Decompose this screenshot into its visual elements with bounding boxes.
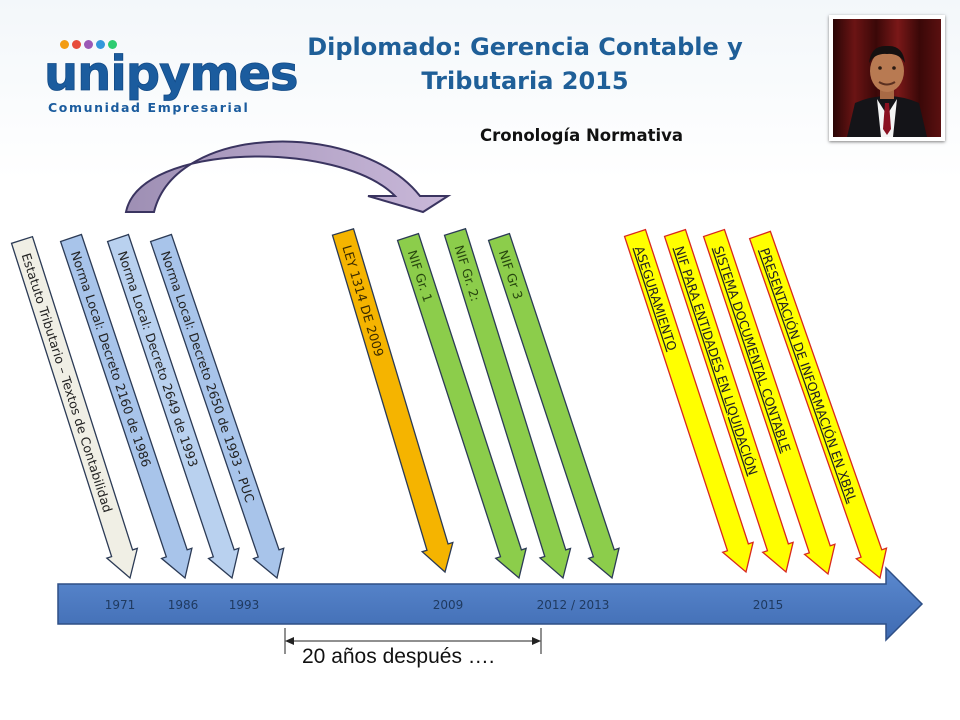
timeline-bar-label: Estatuto Tributario – Textos de Contabil… bbox=[19, 251, 116, 514]
duration-label: 20 años después …. bbox=[302, 645, 495, 668]
timeline-year-label: 1971 bbox=[105, 598, 136, 612]
timeline-year-label: 1993 bbox=[229, 598, 260, 612]
timeline-bar: LEY 1314 DE 2009 bbox=[331, 228, 454, 574]
timeline-bar-shape bbox=[331, 228, 454, 574]
duration-bracket bbox=[284, 628, 542, 654]
timeline-year-label: 2015 bbox=[753, 598, 784, 612]
presenter-photo bbox=[829, 15, 945, 141]
timeline-bar-shape bbox=[748, 230, 888, 580]
slide-title: Diplomado: Gerencia Contable y Tributari… bbox=[300, 30, 750, 98]
timeline-year-label: 1986 bbox=[168, 598, 199, 612]
timeline-year-label: 2009 bbox=[433, 598, 464, 612]
logo-tagline: Comunidad Empresarial bbox=[48, 100, 250, 115]
timeline-bar-shape bbox=[10, 235, 139, 580]
slide-subtitle: Cronología Normativa bbox=[480, 126, 684, 145]
curved-arrow-icon bbox=[124, 140, 452, 214]
logo-dots bbox=[58, 40, 138, 54]
timeline-bar-shape bbox=[443, 227, 572, 580]
timeline-arrow bbox=[57, 566, 924, 642]
title-line-1: Diplomado: Gerencia Contable y bbox=[307, 33, 743, 61]
timeline-bar-shape bbox=[487, 232, 620, 580]
timeline-bar-shape bbox=[702, 228, 836, 576]
timeline-bar-shape bbox=[663, 228, 795, 574]
title-line-2: Tributaria 2015 bbox=[421, 67, 629, 95]
timeline-bar-shape bbox=[623, 228, 755, 574]
logo-brand: unipymes bbox=[44, 46, 299, 103]
presenter-photo-image bbox=[833, 19, 941, 137]
unipymes-logo: unipymes Comunidad Empresarial bbox=[38, 40, 299, 120]
timeline-bar-shape bbox=[396, 232, 528, 580]
timeline-bar-shape bbox=[59, 233, 193, 580]
timeline-bar-shape bbox=[149, 233, 285, 580]
timeline-bar-shape bbox=[106, 233, 240, 580]
timeline-year-label: 2012 / 2013 bbox=[537, 598, 610, 612]
